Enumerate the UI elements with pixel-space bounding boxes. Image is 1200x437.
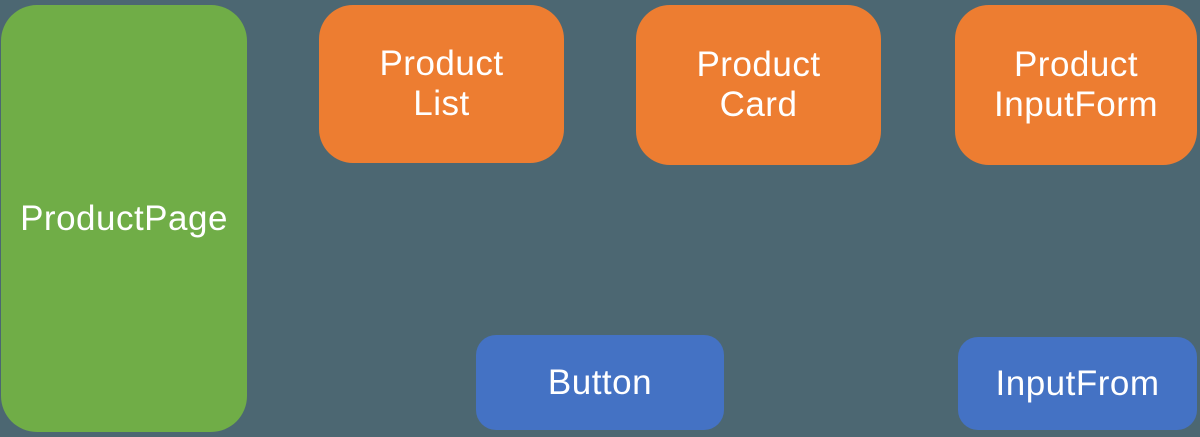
node-product-input-form: Product InputForm <box>955 5 1197 165</box>
node-input-from: InputFrom <box>958 337 1197 430</box>
node-product-list-label: Product List <box>379 44 504 123</box>
node-product-list: Product List <box>319 5 564 163</box>
node-product-page-label: ProductPage <box>20 198 228 238</box>
node-product-input-form-label: Product InputForm <box>994 45 1158 124</box>
node-product-card: Product Card <box>636 5 881 165</box>
node-product-page: ProductPage <box>1 5 247 432</box>
node-button-label: Button <box>547 362 653 402</box>
node-product-card-label: Product Card <box>696 45 821 124</box>
node-button: Button <box>476 335 724 430</box>
node-input-from-label: InputFrom <box>995 363 1160 403</box>
